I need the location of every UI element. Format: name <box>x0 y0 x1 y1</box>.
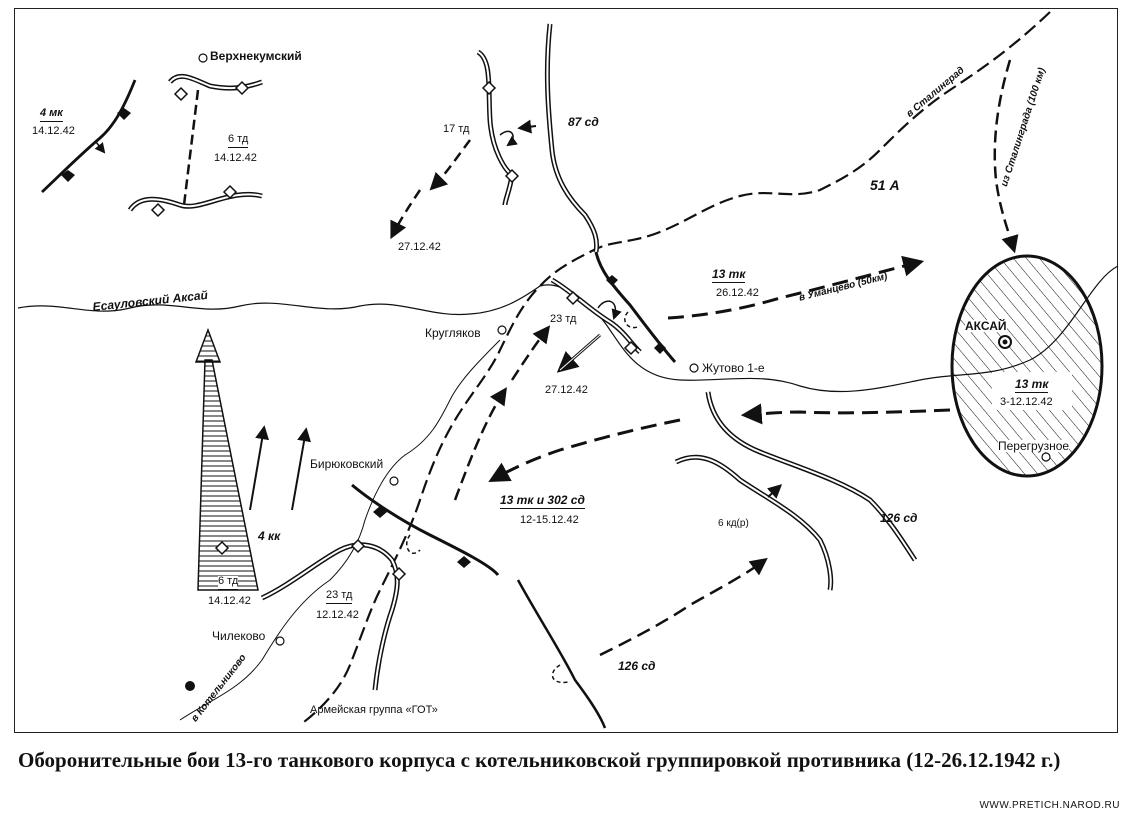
label-17-td-date: 27.12.42 <box>398 241 441 253</box>
marker-peregruznoe <box>1041 452 1051 462</box>
arrow-4-kk-1 <box>249 425 270 511</box>
front-87-sd <box>544 23 600 253</box>
label-13-tk-b: 13 тк <box>1015 377 1049 393</box>
label-6-kd: 6 кд(р) <box>718 518 749 529</box>
label-zhutovo: Жутово 1-е <box>702 361 765 375</box>
road-to-stalingrad <box>299 11 1051 726</box>
arrow-north-2 <box>510 325 551 381</box>
label-4-mk: 4 мк <box>40 108 63 122</box>
label-13-tk-302-sd-date: 12-15.12.42 <box>520 514 579 526</box>
marker-kotelnikovo <box>185 681 195 691</box>
label-aksai: АКСАЙ <box>965 319 1007 333</box>
label-17-td: 17 тд <box>443 123 470 135</box>
watermark: WWW.PRETICH.NAROD.RU <box>979 800 1120 811</box>
label-13-tk-b-date: 3-12.12.42 <box>1000 396 1053 408</box>
arrow-4-kk-2 <box>291 427 311 511</box>
label-6-td-bottom: 6 тд <box>218 576 239 590</box>
label-army-group-got: Армейская группа «ГОТ» <box>310 704 438 716</box>
marker-verkhnekumsky <box>198 53 208 63</box>
front-126-sd-south <box>516 579 607 729</box>
aksai-encirclement-zone <box>950 254 1104 478</box>
front-6-kd <box>674 454 834 591</box>
label-biryukovsky: Бирюковский <box>310 457 384 471</box>
arrow-from-stalingrad <box>993 59 1019 254</box>
label-23-td-a: 23 тд <box>550 313 577 325</box>
label-6-td-bottom-date: 14.12.42 <box>208 595 251 607</box>
marker-kruglyakov <box>497 325 507 335</box>
arrow-17-td-retreat <box>429 139 472 191</box>
marker-biryukovsky <box>389 476 399 486</box>
road-to-kotelnikovo <box>179 339 501 721</box>
label-51-a: 51 А <box>870 177 900 193</box>
label-4-mk-date: 14.12.42 <box>32 125 75 137</box>
front-biryukovsky <box>351 483 500 577</box>
map-frame <box>14 8 1118 733</box>
arrow-6-td-main <box>197 359 259 591</box>
arrow-north-1 <box>453 387 507 501</box>
label-peregruznoe: Перегрузное <box>998 439 1070 453</box>
label-6-td-top-date: 14.12.42 <box>214 152 257 164</box>
label-23-td-b-date: 12.12.42 <box>316 609 359 621</box>
arrow-13-tk-west <box>740 403 951 425</box>
label-87-sd: 87 сд <box>568 115 599 129</box>
label-verkhnekumsky: Верхнекумский <box>210 49 302 63</box>
front-4-mk <box>41 79 137 194</box>
front-17-td <box>476 49 515 206</box>
label-126-sd-a: 126 сд <box>880 511 918 525</box>
label-chilekovo: Чилеково <box>212 629 266 643</box>
label-13-tk-a: 13 тк <box>712 267 746 283</box>
label-23-td-b: 23 тд <box>326 590 353 604</box>
arrow-126-sd <box>599 557 768 657</box>
label-13-tk-a-date: 26.12.42 <box>716 287 759 299</box>
label-126-sd-b: 126 сд <box>618 659 656 673</box>
marker-chilekovo <box>275 636 285 646</box>
label-23-td-a-date: 27.12.42 <box>545 384 588 396</box>
label-13-tk-302-sd: 13 тк и 302 сд <box>500 493 585 509</box>
map-caption: Оборонительные бои 13-го танкового корпу… <box>18 748 1061 772</box>
label-kruglyakov: Кругляков <box>425 326 481 340</box>
arrow-13-tk-umantsevo <box>667 255 925 320</box>
label-6-td-top: 6 тд <box>228 134 249 148</box>
label-4-kk: 4 кк <box>258 529 281 543</box>
marker-zhutovo <box>689 363 699 373</box>
